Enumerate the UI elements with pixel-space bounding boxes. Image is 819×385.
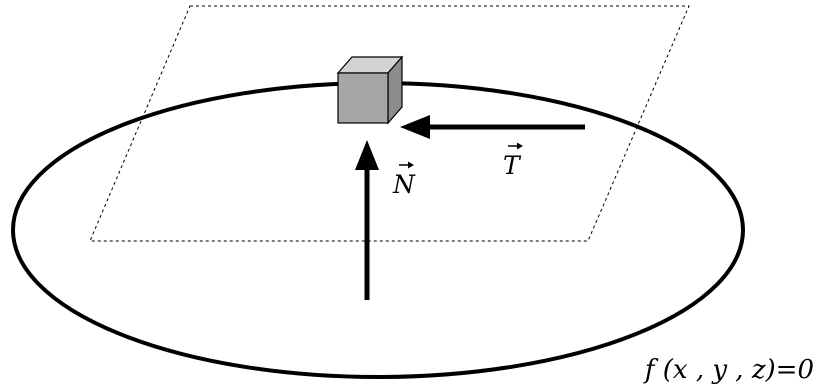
tangent-vector-label: T <box>503 142 523 180</box>
cube-front-face <box>337 72 389 124</box>
normal-vector-symbol: N <box>392 170 416 199</box>
tangent-force-arrow <box>400 115 585 139</box>
normal-force-arrow <box>355 140 379 300</box>
vector-arrow-icon <box>508 142 523 150</box>
vector-arrow-icon <box>399 161 414 169</box>
surface-equation: f (x , y , z)=0 <box>643 355 814 385</box>
normal-vector-label: N <box>392 161 416 199</box>
block-cube <box>336 55 404 125</box>
tangent-plane <box>89 5 690 242</box>
surface-ellipse <box>11 81 745 379</box>
tangent-vector-symbol: T <box>503 151 522 180</box>
